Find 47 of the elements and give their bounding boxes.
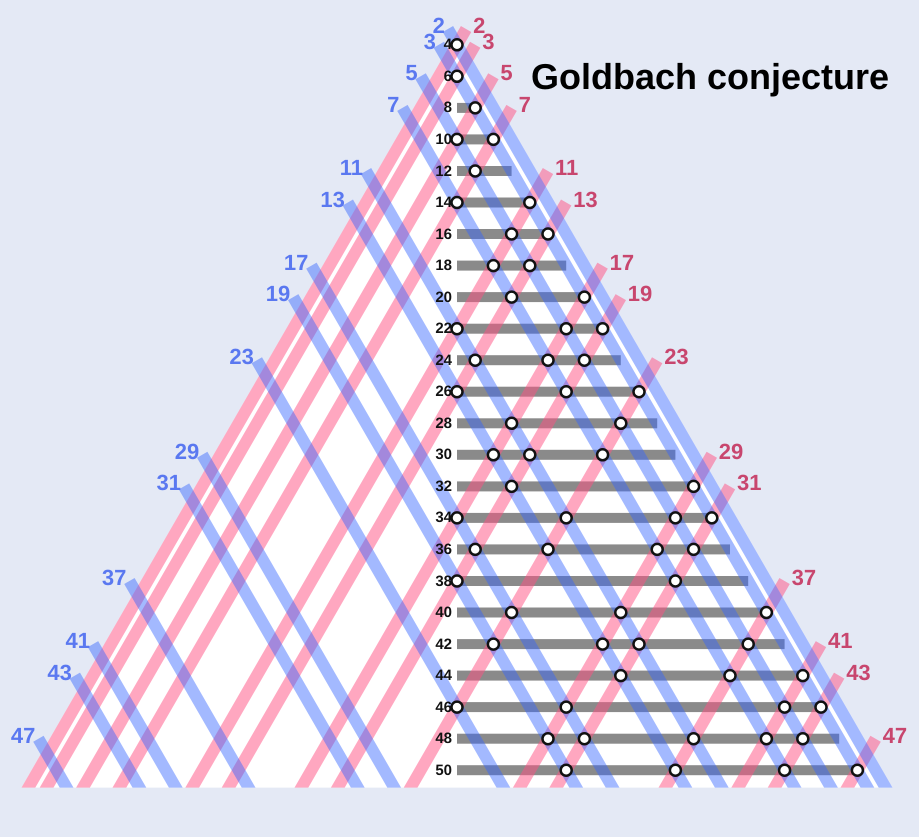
prime-label: 47 (882, 724, 908, 747)
prime-label: 23 (664, 346, 689, 368)
prime-label: 17 (610, 252, 634, 274)
even-number-label: 42 (435, 636, 452, 652)
even-number-label: 44 (435, 668, 452, 684)
prime-label: 43 (47, 662, 72, 684)
even-number-label: 10 (435, 132, 452, 147)
prime-label: 13 (320, 188, 345, 210)
prime-label: 37 (792, 567, 816, 589)
prime-label: 13 (573, 188, 598, 210)
prime-label: 43 (846, 662, 871, 684)
prime-label: 41 (66, 630, 90, 652)
even-number-label: 18 (435, 258, 452, 274)
even-number-label: 48 (435, 731, 452, 746)
prime-label: 37 (102, 567, 126, 589)
prime-label: 47 (10, 724, 36, 747)
prime-label: 7 (387, 94, 400, 116)
even-number-label: 8 (444, 100, 452, 116)
prime-label: 31 (737, 472, 762, 494)
prime-label: 19 (628, 283, 652, 306)
even-number-label: 38 (435, 574, 452, 588)
even-number-label: 46 (435, 700, 452, 715)
prime-label: 19 (266, 283, 290, 306)
even-number-label: 32 (435, 478, 452, 494)
even-number-label: 26 (435, 384, 452, 400)
prime-label: 31 (156, 472, 181, 494)
even-number-label: 40 (435, 605, 452, 620)
diagram-title: Goldbach conjecture (531, 59, 890, 95)
prime-label: 29 (174, 440, 200, 463)
even-number-label: 34 (435, 510, 452, 526)
prime-label: 41 (828, 630, 852, 652)
even-number-label: 6 (444, 68, 452, 84)
prime-label: 5 (500, 62, 513, 84)
prime-label: 7 (518, 94, 531, 116)
prime-label: 11 (555, 157, 578, 179)
even-number-label: 4 (444, 37, 452, 52)
prime-label: 17 (284, 252, 308, 274)
prime-label: 29 (718, 440, 744, 463)
even-number-label: 30 (435, 447, 452, 462)
even-number-label: 50 (435, 762, 452, 778)
even-number-label: 16 (435, 226, 452, 242)
even-number-label: 28 (435, 416, 452, 431)
even-number-label: 14 (435, 195, 452, 210)
prime-label: 23 (229, 346, 254, 368)
prime-label: 11 (340, 157, 363, 179)
prime-label: 5 (405, 62, 418, 84)
even-number-label: 20 (435, 290, 452, 305)
